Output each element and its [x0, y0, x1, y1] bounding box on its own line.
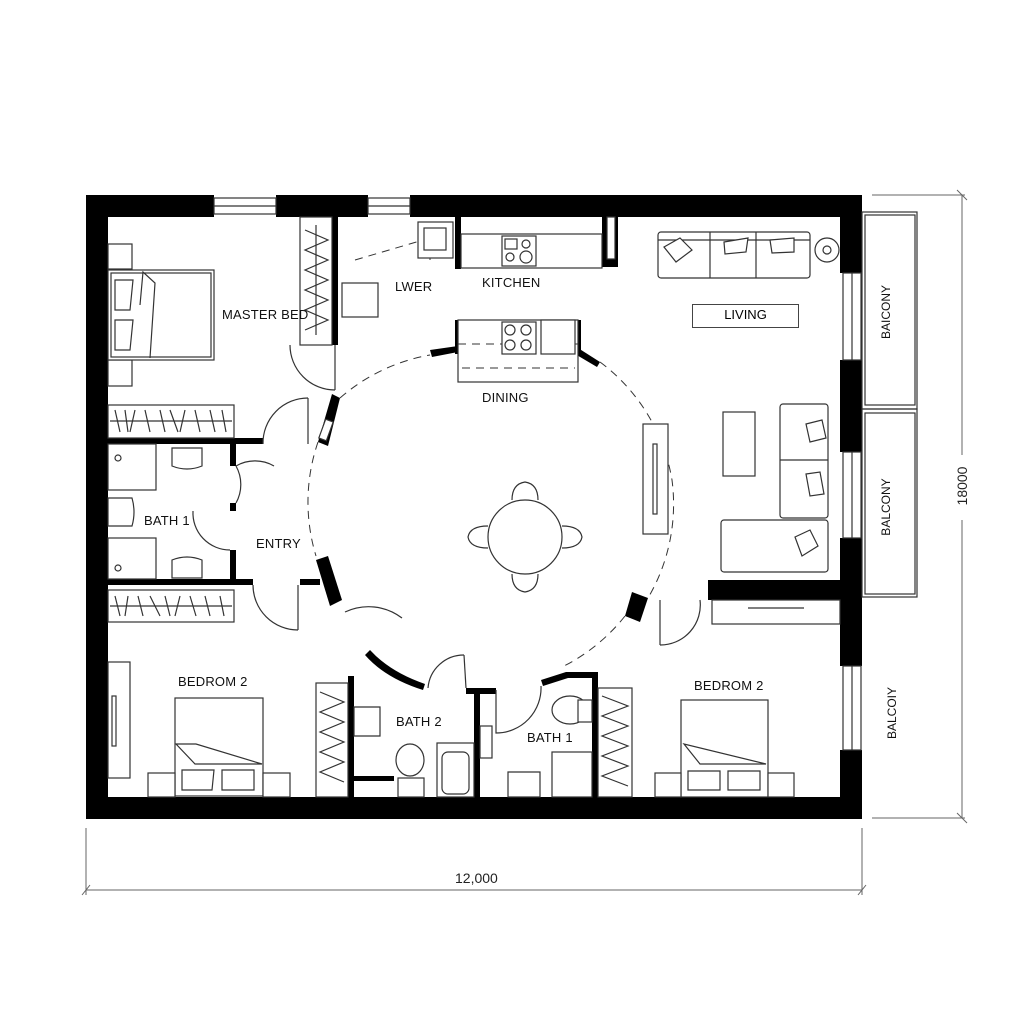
dimension-lines — [81, 189, 968, 896]
door-swings — [192, 344, 701, 734]
balcony-outlines — [861, 211, 918, 598]
room-label-bath-1-left: BATH 1 — [144, 513, 190, 528]
living-furniture — [642, 231, 841, 625]
room-label-bath-1-bottom: BATH 1 — [527, 730, 573, 745]
kitchen-furniture — [341, 221, 603, 383]
dimension-height: 18000 — [954, 466, 970, 506]
master-bed-furniture — [107, 216, 333, 439]
room-label-master-bed: MASTER BED — [222, 307, 309, 322]
room-label-living: LIVING — [692, 304, 799, 328]
bath-2-fixtures — [353, 706, 475, 798]
balcony-label-1: BAICONY — [879, 285, 893, 340]
room-label-bedroom-2-right: BEDROM 2 — [694, 678, 764, 693]
bath-1-bottom-fixtures — [479, 695, 593, 798]
room-label-bedroom-2-left: BEDROM 2 — [178, 674, 248, 689]
dimension-width: 12,000 — [455, 870, 498, 886]
room-label-bath-2: BATH 2 — [396, 714, 442, 729]
bedroom-2-right-furniture — [597, 687, 795, 798]
bath-1-left-fixtures — [107, 443, 203, 580]
room-label-dining: DINING — [482, 390, 529, 405]
dining-circle-outline — [307, 354, 675, 669]
balcony-label-3: BALCOIY — [885, 686, 899, 740]
outer-walls — [86, 195, 862, 819]
room-label-laundry: LWER — [395, 279, 433, 294]
dining-table — [467, 481, 583, 593]
room-label-kitchen: KITCHEN — [482, 275, 541, 290]
balcony-label-2: BALCONY — [879, 478, 893, 536]
room-label-entry: ENTRY — [256, 536, 301, 551]
bedroom-2-left-furniture — [107, 589, 349, 798]
